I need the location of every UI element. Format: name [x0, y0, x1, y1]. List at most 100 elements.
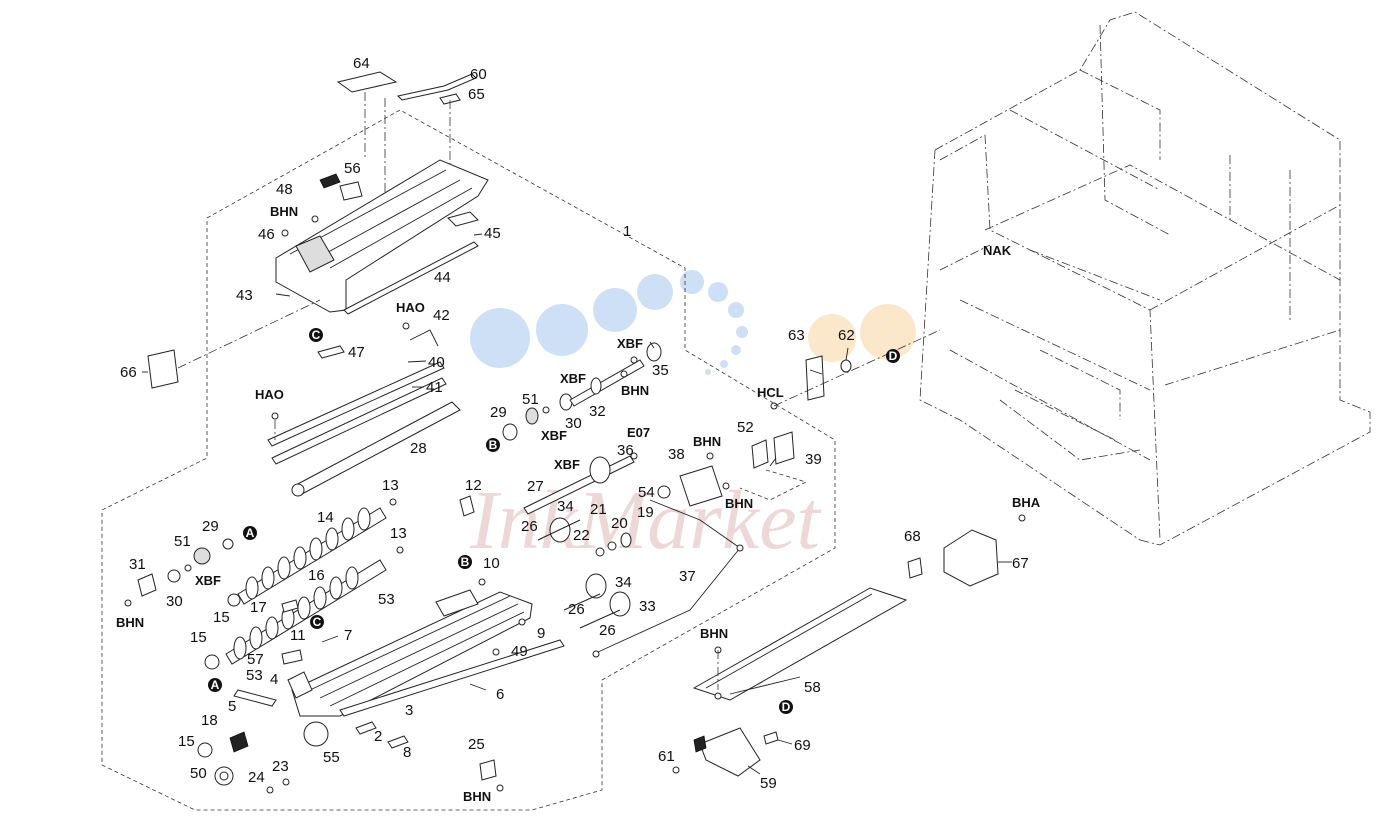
callout-d-1: D	[886, 349, 900, 363]
svg-text:C: C	[313, 615, 322, 629]
part-label: 53	[378, 591, 395, 608]
part-label: 26	[521, 518, 538, 535]
part-label: 17	[250, 599, 267, 616]
part-label: 18	[201, 712, 218, 729]
upper-assembly	[147, 71, 489, 389]
part-label: 15	[178, 733, 195, 750]
part-label: 5	[228, 698, 236, 715]
part-label: 43	[236, 287, 253, 304]
part-label: 2	[374, 728, 382, 745]
machine-frame	[919, 11, 1371, 546]
part-label: 10	[483, 555, 500, 572]
svg-text:D: D	[782, 700, 791, 714]
callout-d-2: D	[779, 700, 793, 714]
part-label: 16	[308, 567, 325, 584]
part-label: 30	[565, 415, 582, 432]
part-label: 27	[527, 478, 544, 495]
part-label: 60	[470, 66, 487, 83]
code-label: HAO	[255, 387, 284, 402]
part-label: 47	[348, 344, 365, 361]
svg-text:B: B	[489, 438, 498, 452]
part-label: 50	[190, 765, 207, 782]
part-label: 51	[522, 391, 539, 408]
part-label: 15	[213, 609, 230, 626]
part-label: 62	[838, 327, 855, 344]
part-label: 3	[405, 702, 413, 719]
part-label: 61	[658, 748, 675, 765]
part-label: 44	[434, 269, 451, 286]
part-label: 31	[129, 556, 146, 573]
code-label: HCL	[757, 385, 784, 400]
part-label: 40	[428, 354, 445, 371]
part-label: 26	[568, 601, 585, 618]
part-label: 55	[323, 749, 340, 766]
part-label: 37	[679, 568, 696, 585]
part-label: 36	[617, 442, 634, 459]
rollers	[267, 322, 461, 497]
part-label: 49	[511, 643, 528, 660]
part-label: 20	[611, 515, 628, 532]
part-label: 9	[537, 625, 545, 642]
code-label: BHA	[1012, 495, 1041, 510]
code-label: BHN	[270, 204, 298, 219]
part-label: 30	[166, 593, 183, 610]
part-label: 45	[484, 225, 501, 242]
code-label: BHN	[621, 383, 649, 398]
callout-b-2: B	[458, 555, 472, 569]
code-label: XBF	[617, 336, 643, 351]
part-label: 65	[468, 86, 485, 103]
svg-text:A: A	[211, 678, 220, 692]
svg-text:D: D	[889, 349, 898, 363]
part-label: 21	[590, 501, 607, 518]
bottom-right-parts	[672, 514, 1026, 777]
code-label: BHN	[693, 434, 721, 449]
part-label: 29	[490, 404, 507, 421]
part-label: 67	[1012, 555, 1029, 572]
part-label: 34	[615, 574, 632, 591]
part-label: 57	[247, 651, 264, 668]
part-label: 26	[599, 622, 616, 639]
part-label: 12	[465, 477, 482, 494]
part-label: 33	[639, 598, 656, 615]
part-label: 1	[623, 223, 631, 240]
svg-text:B: B	[461, 555, 470, 569]
part-label: 63	[788, 327, 805, 344]
part-label: 7	[344, 627, 352, 644]
lower-frame	[197, 495, 565, 794]
code-label: BHN	[700, 626, 728, 641]
part-label: 4	[270, 671, 278, 688]
part-label: 14	[317, 509, 334, 526]
part-label: 52	[737, 419, 754, 436]
code-label: E07	[627, 425, 650, 440]
code-label: XBF	[554, 457, 580, 472]
part-label: 59	[760, 775, 777, 792]
callout-c-2: C	[310, 615, 324, 629]
augers	[124, 498, 404, 670]
part-label: 13	[382, 477, 399, 494]
assembly-boundary	[101, 109, 836, 811]
part-label: 46	[258, 226, 275, 243]
part-number-labels: 1 2 3 4 5 6 7 8 9 10 11 12 13 13 14 15 1…	[120, 55, 1029, 792]
code-label: XBF	[541, 428, 567, 443]
code-label: BHN	[725, 496, 753, 511]
part-label: 69	[794, 737, 811, 754]
part-label: 19	[637, 504, 654, 521]
part-label: 28	[410, 440, 427, 457]
part-label: 13	[390, 525, 407, 542]
leader-lines	[142, 233, 1012, 775]
watermark-text: InkMarket	[469, 474, 822, 567]
part-label: 8	[403, 744, 411, 761]
part-label: 38	[668, 446, 685, 463]
part-label: 51	[174, 533, 191, 550]
part-label: 25	[468, 736, 485, 753]
part-label: 54	[638, 484, 655, 501]
code-label: BHN	[116, 615, 144, 630]
code-label: XBF	[560, 371, 586, 386]
callout-c-1: C	[309, 328, 323, 342]
part-label: 42	[433, 307, 450, 324]
watermark: InkMarket	[469, 270, 916, 567]
part-label: 11	[290, 627, 306, 644]
part-label: 29	[202, 518, 219, 535]
part-label: 58	[804, 679, 821, 696]
